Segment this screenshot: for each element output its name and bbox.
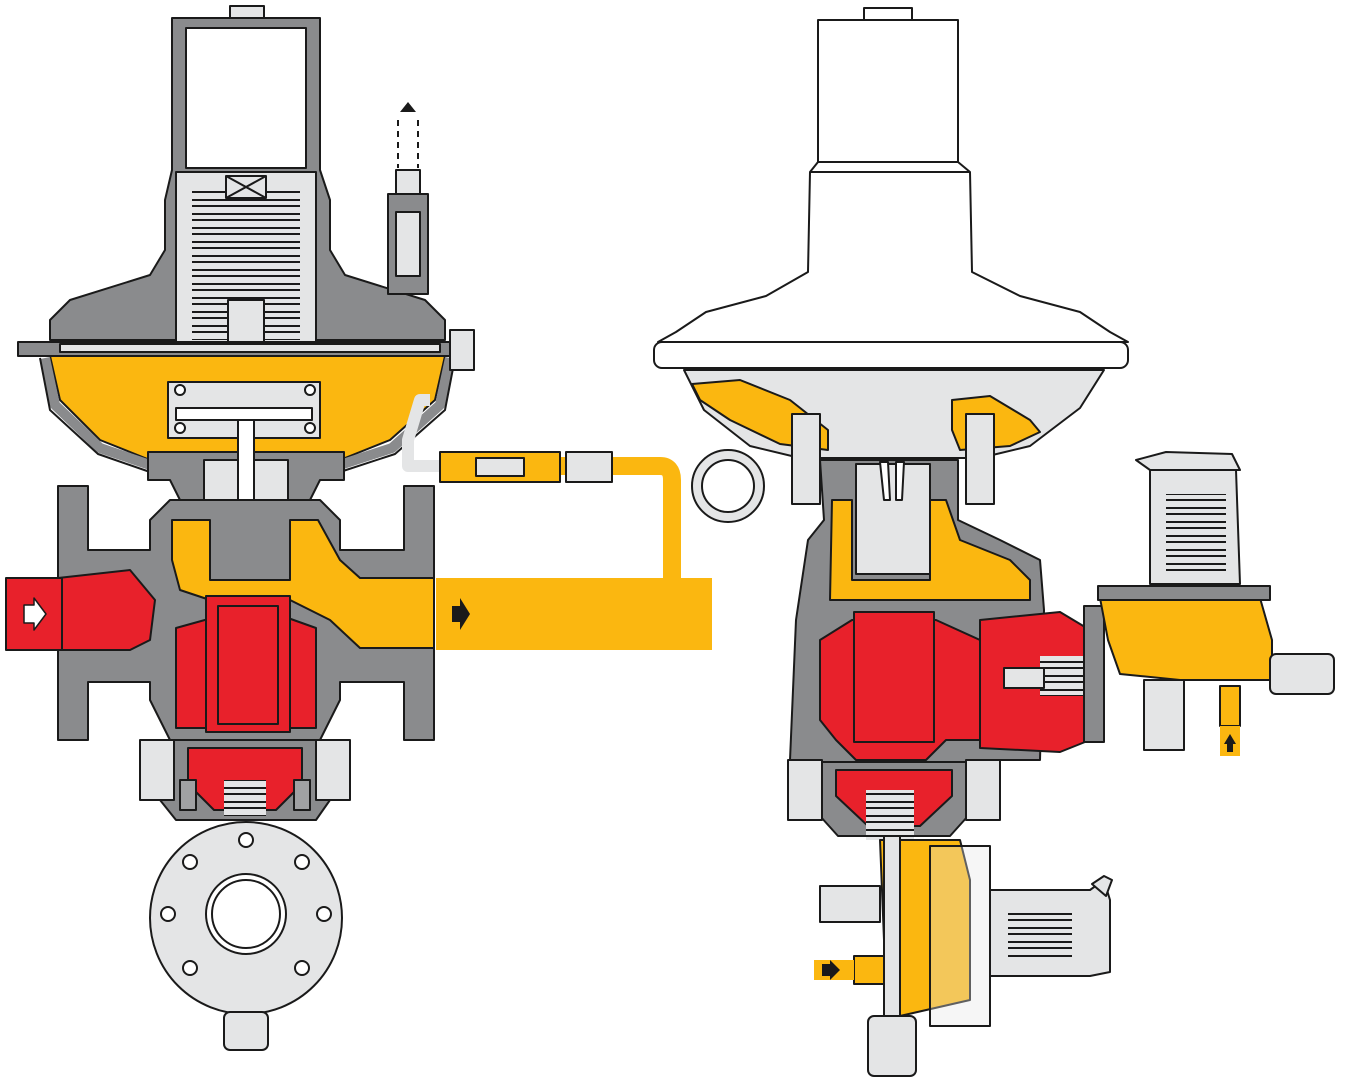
left-bottom-spring <box>224 780 266 816</box>
left-adjuster-cross <box>225 175 267 199</box>
right-diaphragm-flange <box>653 341 1129 369</box>
right-slam-shut-flange <box>1083 605 1105 743</box>
left-flange-bolt-6 <box>160 906 176 922</box>
left-regulator <box>5 5 712 1051</box>
right-vent-boss-inner <box>701 459 755 513</box>
left-sense-restrictor <box>475 457 525 477</box>
right-pilot-adjust-spring <box>1008 910 1072 960</box>
left-bolt-head-left <box>139 739 175 801</box>
right-bolt-head-left <box>787 759 823 821</box>
left-flange-bolt-7 <box>182 854 198 870</box>
left-lever-pin-left <box>174 422 186 434</box>
right-valve-stem-guide <box>855 463 931 575</box>
left-relief-vent-line <box>397 120 419 168</box>
monitor-sense-arrow <box>1224 734 1236 752</box>
left-bottom-stud-left <box>179 779 197 811</box>
left-lever-pin-right <box>304 422 316 434</box>
left-lever-pivot-left <box>174 384 186 396</box>
right-pilot-inlet-fitting <box>819 885 881 923</box>
left-bottom-plug <box>223 1011 269 1051</box>
pilot-sense-arrow <box>822 960 840 980</box>
right-slam-shut-spring <box>1040 656 1086 696</box>
right-spring-bonnet <box>657 19 1129 343</box>
right-regulator <box>653 7 1335 1077</box>
left-bonnet-window <box>185 27 307 169</box>
right-monitor-pilot-outlet <box>1269 653 1335 695</box>
right-sense-port <box>879 461 905 501</box>
inlet-flow-arrow <box>23 597 47 631</box>
left-outlet-pipe <box>436 578 712 650</box>
right-pilot-lower-plug <box>867 1015 917 1077</box>
right-slam-shut-stem <box>1003 667 1045 689</box>
right-monitor-pilot-lower <box>1143 679 1185 751</box>
right-pilot-upper-housing <box>929 845 991 1027</box>
left-diaphragm <box>59 343 441 353</box>
left-lever-arm <box>175 407 313 421</box>
right-bonnet-band <box>810 161 970 173</box>
left-flange-bolt-3 <box>316 906 332 922</box>
right-casing-stud-right <box>965 413 995 505</box>
left-bottom-stud-right <box>293 779 311 811</box>
left-lever-pivot-right <box>304 384 316 396</box>
vent-arrow <box>400 102 416 112</box>
right-casing-stud-left <box>791 413 821 505</box>
right-pilot-adjust-knob <box>1091 875 1113 897</box>
right-monitor-pilot-body <box>1099 597 1273 681</box>
left-flange-bolt-5 <box>182 960 198 976</box>
left-sense-nut <box>565 451 613 483</box>
right-monitor-pilot-flange <box>1097 585 1271 601</box>
left-bolt-head-right <box>315 739 351 801</box>
right-pilot-sense-tap <box>853 955 885 985</box>
left-bottom-flange-bore-inner <box>211 879 281 949</box>
left-sense-line <box>440 457 681 580</box>
right-monitor-pilot-spring <box>1166 494 1226 574</box>
outlet-flow-arrow <box>452 598 470 630</box>
left-bonnet-cap <box>229 5 265 19</box>
left-relief-fitting <box>449 329 475 371</box>
left-flange-bolt-2 <box>294 854 310 870</box>
left-valve-cartridge-inner <box>217 605 279 725</box>
right-monitor-pilot-cap <box>1135 451 1241 471</box>
right-bolt-head-right <box>965 759 1001 821</box>
right-monitor-sense-tap <box>1219 685 1241 727</box>
left-relief-valve-insert <box>395 211 421 277</box>
left-outlet-gas-path <box>171 519 435 649</box>
left-relief-cap <box>395 169 421 195</box>
right-bonnet-cap <box>863 7 913 21</box>
left-sense-elbow <box>402 394 440 472</box>
left-flange-bolt-4 <box>294 960 310 976</box>
right-bottom-spring <box>866 790 914 840</box>
right-valve-cartridge <box>853 611 935 743</box>
left-inlet-gas-path <box>57 569 156 651</box>
left-flange-bolt-1 <box>238 832 254 848</box>
